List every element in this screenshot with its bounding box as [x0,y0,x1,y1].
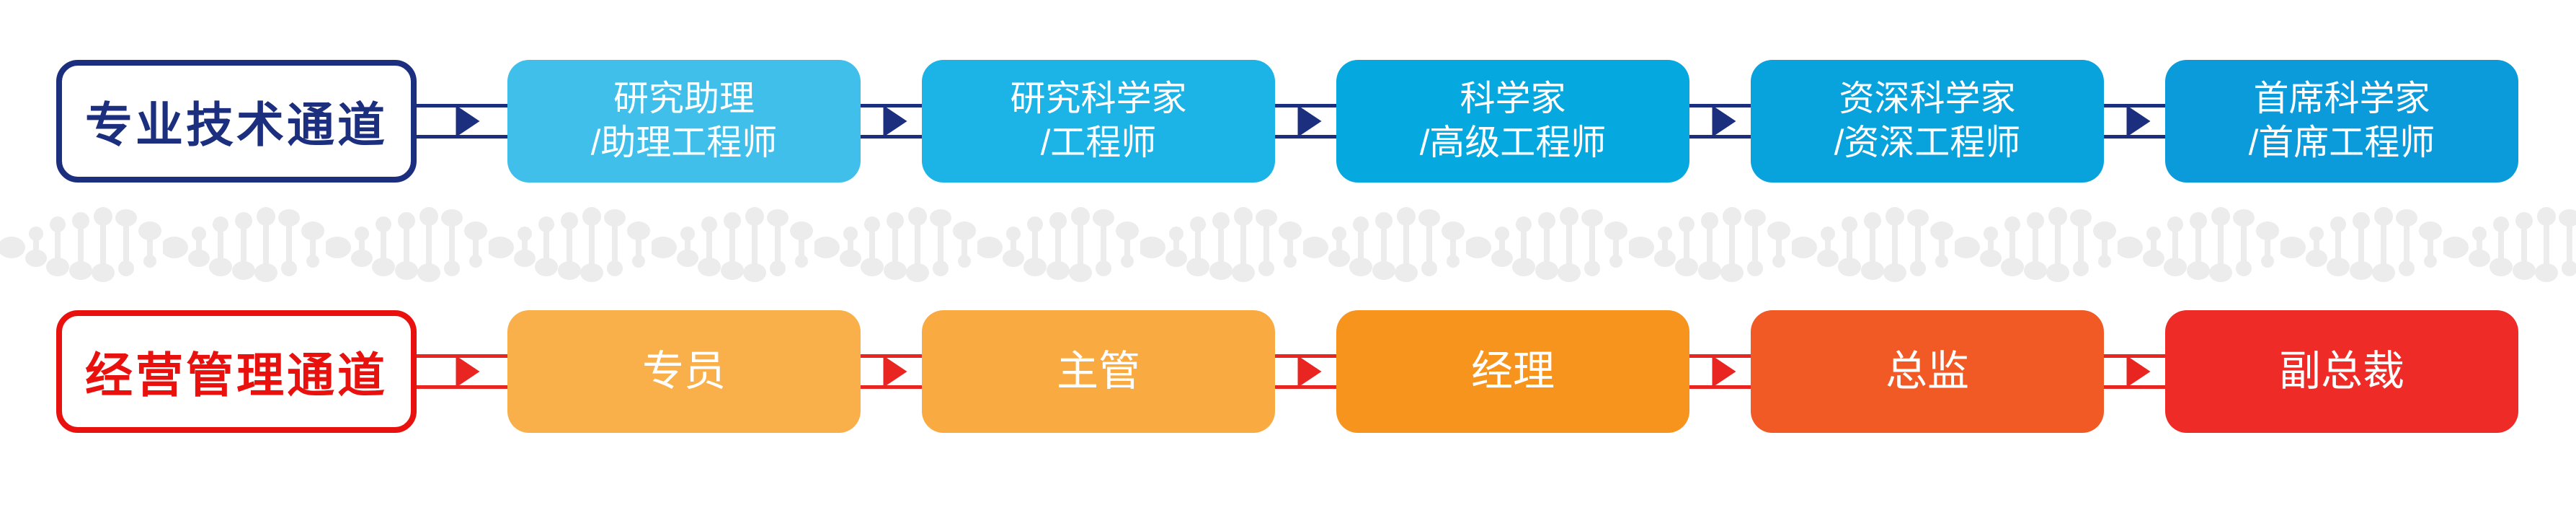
tech-channel-label-text: 专业技术通道 [85,98,388,152]
tech-stage-2: 研究科学家 /工程师 [922,60,1275,183]
dna-strand-divider [0,206,2576,289]
flow-connector [1275,104,1336,139]
tech-stage-5: 首席科学家 /首席工程师 [2165,60,2518,183]
flow-connector [861,354,922,389]
stage-title: 研究助理 [613,79,755,118]
mgmt-stage-4: 总监 [1751,310,2104,433]
mgmt-stage-1: 专员 [507,310,861,433]
stage-title: 科学家 [1460,79,1566,118]
arrow-right-icon [1712,105,1736,137]
flow-connector [1689,354,1751,389]
flow-connector [2104,354,2165,389]
stage-subtitle: /资深工程师 [1834,123,2021,162]
flow-connector [417,354,507,389]
stage-title: 副总裁 [2278,348,2404,395]
flow-connector [861,104,922,139]
stage-subtitle: /工程师 [1040,123,1157,162]
stage-title: 专员 [641,348,726,395]
flow-connector [417,104,507,139]
stage-title: 研究科学家 [1010,79,1187,118]
management-channel-label-text: 经营管理通道 [85,348,388,402]
stage-title: 资深科学家 [1839,79,2016,118]
stage-subtitle: /高级工程师 [1419,123,1607,162]
tech-stage-3: 科学家 /高级工程师 [1336,60,1689,183]
tech-channel-row: 专业技术通道 研究助理 /助理工程师 研究科学家 /工程师 科学家 /高级工程师… [56,60,2518,183]
flow-connector [2104,104,2165,139]
arrow-right-icon [883,356,907,387]
arrow-right-icon [456,105,480,137]
management-channel-row: 经营管理通道 专员 主管 经理 总监 副总裁 [56,310,2518,433]
arrow-right-icon [1712,356,1736,387]
stage-title: 主管 [1056,348,1140,395]
arrow-right-icon [883,105,907,137]
arrow-right-icon [2126,105,2151,137]
stage-title: 经理 [1470,348,1555,395]
flow-connector [1275,354,1336,389]
flow-connector [1689,104,1751,139]
arrow-right-icon [1297,105,1322,137]
stage-title: 总监 [1885,348,1969,395]
arrow-right-icon [2126,356,2151,387]
mgmt-stage-3: 经理 [1336,310,1689,433]
mgmt-stage-5: 副总裁 [2165,310,2518,433]
stage-title: 首席科学家 [2253,79,2430,118]
arrow-right-icon [1297,356,1322,387]
stage-subtitle: /首席工程师 [2248,123,2435,162]
stage-subtitle: /助理工程师 [590,123,778,162]
tech-stage-4: 资深科学家 /资深工程师 [1751,60,2104,183]
tech-stage-1: 研究助理 /助理工程师 [507,60,861,183]
management-channel-label: 经营管理通道 [56,310,417,433]
mgmt-stage-2: 主管 [922,310,1275,433]
arrow-right-icon [456,356,480,387]
tech-channel-label: 专业技术通道 [56,60,417,183]
